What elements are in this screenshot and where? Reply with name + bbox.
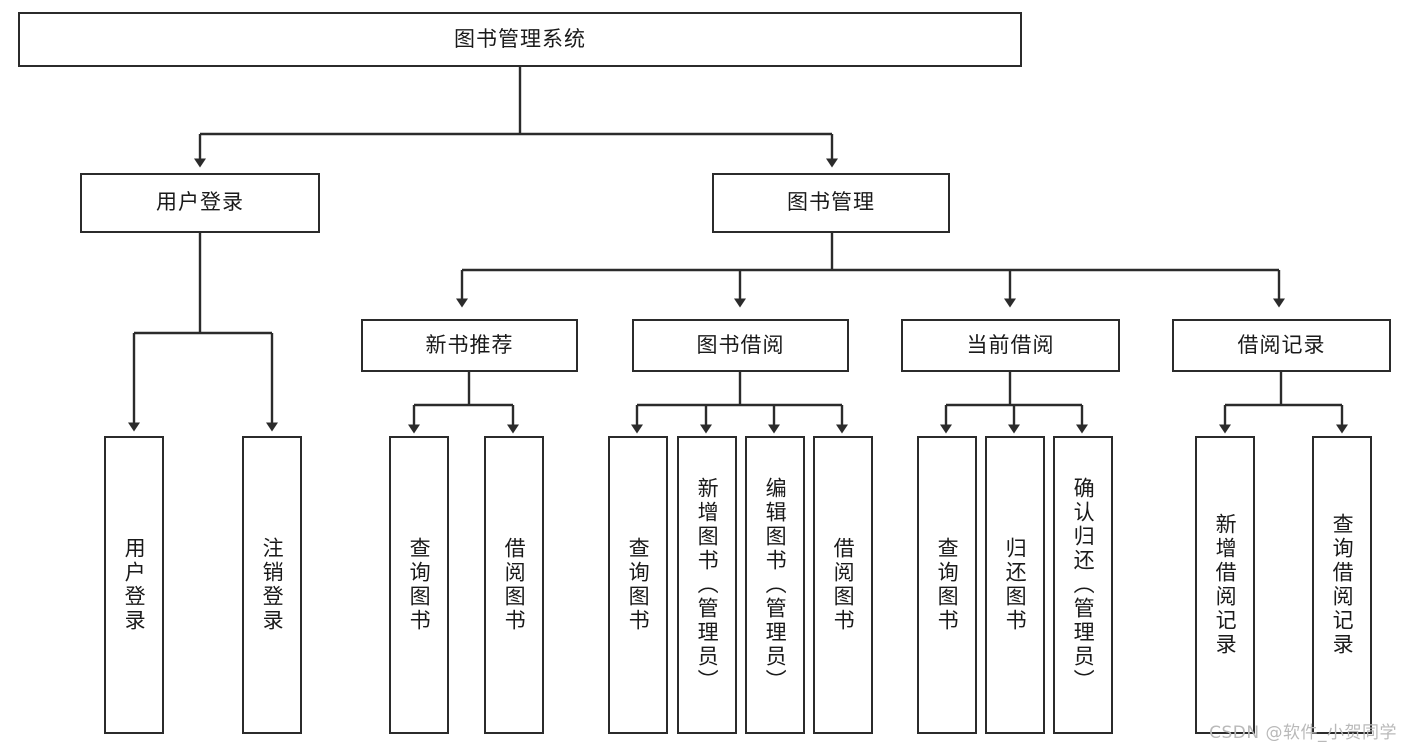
node-borrow-record-label: 借阅记录 (1237, 332, 1326, 357)
leaf-borrow-record-query[interactable]: 查询借阅记录 (1312, 436, 1372, 734)
leaf-label: 查询借阅记录 (1330, 513, 1355, 657)
leaf-current-borrow-confirm[interactable]: 确认归还（管理员） (1053, 436, 1113, 734)
leaf-label: 确认归还（管理员） (1071, 477, 1096, 693)
leaf-new-book-borrow[interactable]: 借阅图书 (484, 436, 544, 734)
node-book-borrow[interactable]: 图书借阅 (632, 319, 849, 372)
node-root-label: 图书管理系统 (454, 26, 586, 51)
node-root[interactable]: 图书管理系统 (18, 12, 1022, 67)
leaf-label: 新增图书（管理员） (695, 477, 720, 693)
node-current-borrow[interactable]: 当前借阅 (901, 319, 1120, 372)
leaf-label: 注销登录 (260, 537, 285, 633)
leaf-book-borrow-add[interactable]: 新增图书（管理员） (677, 436, 737, 734)
leaf-label: 归还图书 (1003, 537, 1028, 633)
leaf-label: 编辑图书（管理员） (763, 477, 788, 693)
leaf-label: 借阅图书 (831, 537, 856, 633)
node-user-login-label: 用户登录 (156, 190, 244, 215)
leaf-label: 查询图书 (407, 537, 432, 633)
leaf-user-login-logout[interactable]: 注销登录 (242, 436, 302, 734)
node-new-book-recommend-label: 新书推荐 (425, 332, 514, 357)
leaf-new-book-query[interactable]: 查询图书 (389, 436, 449, 734)
leaf-book-borrow-lend[interactable]: 借阅图书 (813, 436, 873, 734)
leaf-book-borrow-query[interactable]: 查询图书 (608, 436, 668, 734)
leaf-borrow-record-add[interactable]: 新增借阅记录 (1195, 436, 1255, 734)
leaf-label: 借阅图书 (502, 537, 527, 633)
leaf-current-borrow-query[interactable]: 查询图书 (917, 436, 977, 734)
watermark: CSDN @软件_小贺同学 (1209, 723, 1397, 743)
leaf-user-login-login[interactable]: 用户登录 (104, 436, 164, 734)
node-user-login[interactable]: 用户登录 (80, 173, 320, 233)
node-new-book-recommend[interactable]: 新书推荐 (361, 319, 578, 372)
node-current-borrow-label: 当前借阅 (966, 332, 1055, 357)
node-borrow-record[interactable]: 借阅记录 (1172, 319, 1391, 372)
leaf-current-borrow-return[interactable]: 归还图书 (985, 436, 1045, 734)
leaf-label: 查询图书 (935, 537, 960, 633)
leaf-label: 新增借阅记录 (1213, 513, 1238, 657)
leaf-label: 查询图书 (626, 537, 651, 633)
leaf-book-borrow-edit[interactable]: 编辑图书（管理员） (745, 436, 805, 734)
node-book-borrow-label: 图书借阅 (696, 332, 785, 357)
node-book-manage[interactable]: 图书管理 (712, 173, 950, 233)
node-book-manage-label: 图书管理 (787, 190, 875, 215)
leaf-label: 用户登录 (122, 537, 147, 633)
